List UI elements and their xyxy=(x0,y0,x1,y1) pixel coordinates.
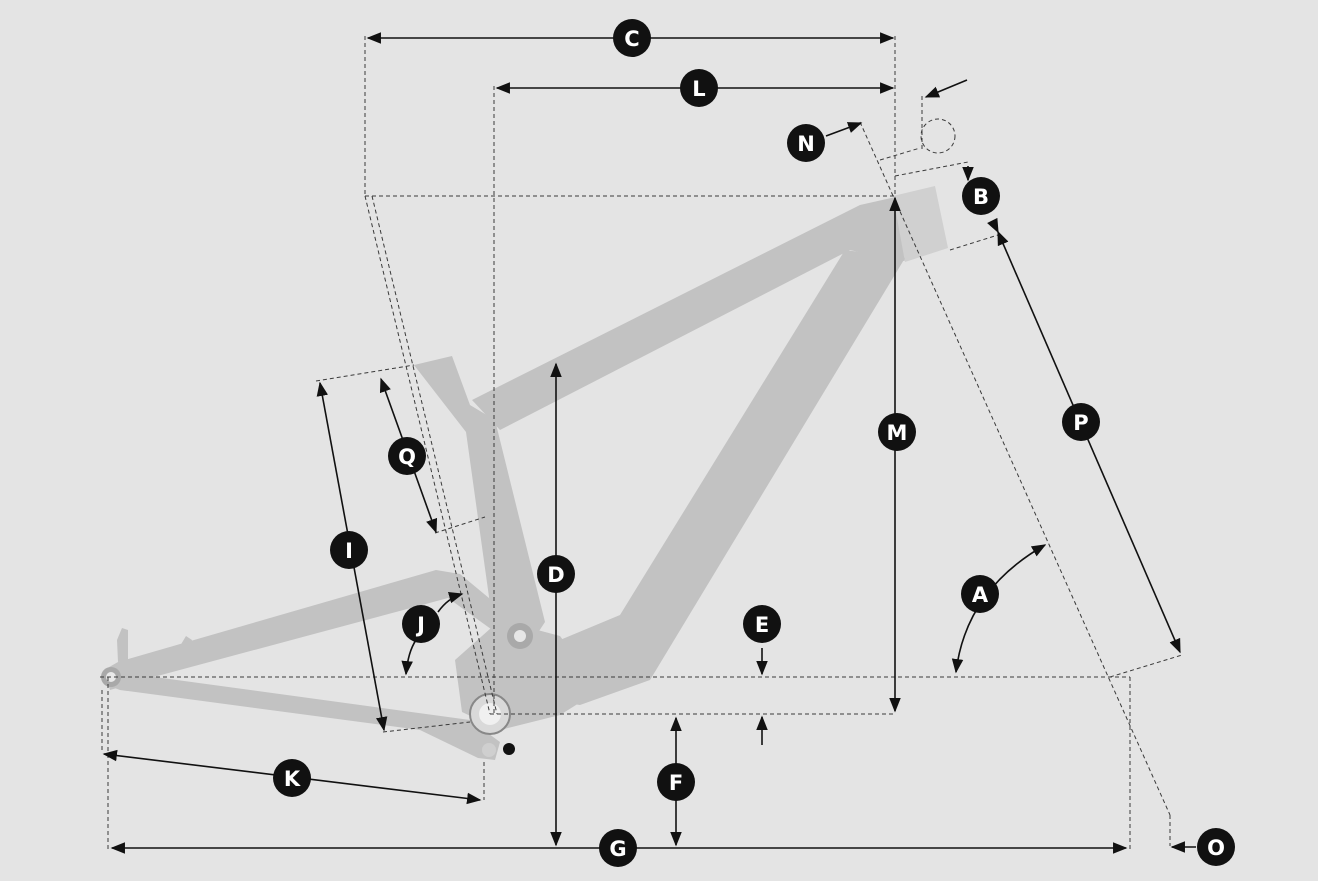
badge-o: O xyxy=(1197,828,1235,866)
rear-pivot-bolt xyxy=(503,743,515,755)
badge-e: E xyxy=(743,605,781,643)
badge-q: Q xyxy=(388,437,426,475)
dim-j-arc-bottom xyxy=(401,639,417,676)
badge-j: J xyxy=(402,605,440,643)
dim-n-right-arrow xyxy=(924,79,968,98)
svg-text:A: A xyxy=(972,583,989,607)
svg-text:D: D xyxy=(547,563,564,587)
chain-stay xyxy=(104,668,500,760)
badge-f: F xyxy=(657,763,695,801)
svg-text:J: J xyxy=(415,613,425,637)
top-tube xyxy=(472,192,946,430)
svg-text:O: O xyxy=(1207,836,1225,860)
guide-lines xyxy=(100,36,1183,850)
badge-p: P xyxy=(1062,403,1100,441)
down-tube xyxy=(545,250,905,705)
svg-text:I: I xyxy=(345,539,353,563)
dim-p-line xyxy=(997,230,1181,654)
svg-text:K: K xyxy=(284,767,301,791)
badge-a: A xyxy=(961,575,999,613)
badge-c: C xyxy=(613,19,651,57)
dim-b-bottom xyxy=(987,217,999,234)
badges: C L N B P M Q I D A J E K F G O xyxy=(273,19,1235,867)
seat-tube xyxy=(414,356,545,660)
svg-text:L: L xyxy=(692,77,705,101)
svg-text:C: C xyxy=(624,27,639,51)
svg-text:P: P xyxy=(1073,411,1088,435)
badge-k: K xyxy=(273,759,311,797)
svg-text:G: G xyxy=(609,837,626,861)
badge-b: B xyxy=(962,177,1000,215)
badge-d: D xyxy=(537,555,575,593)
badge-m: M xyxy=(878,413,916,451)
brake-mount xyxy=(117,628,128,662)
svg-text:B: B xyxy=(973,185,989,209)
svg-text:M: M xyxy=(887,421,908,445)
badge-l: L xyxy=(680,69,718,107)
dim-j-arc-top xyxy=(437,592,464,613)
caliper-tab xyxy=(180,636,192,650)
svg-text:N: N xyxy=(797,132,815,156)
dim-n-arrow xyxy=(825,122,863,137)
svg-text:Q: Q xyxy=(398,445,416,469)
svg-text:F: F xyxy=(669,771,683,795)
badge-i: I xyxy=(330,531,368,569)
bike-frame xyxy=(101,186,948,760)
badge-g: G xyxy=(599,829,637,867)
dimension-lines xyxy=(102,32,1196,854)
svg-text:E: E xyxy=(755,613,769,637)
head-tube xyxy=(893,186,948,262)
badge-n: N xyxy=(787,124,825,162)
